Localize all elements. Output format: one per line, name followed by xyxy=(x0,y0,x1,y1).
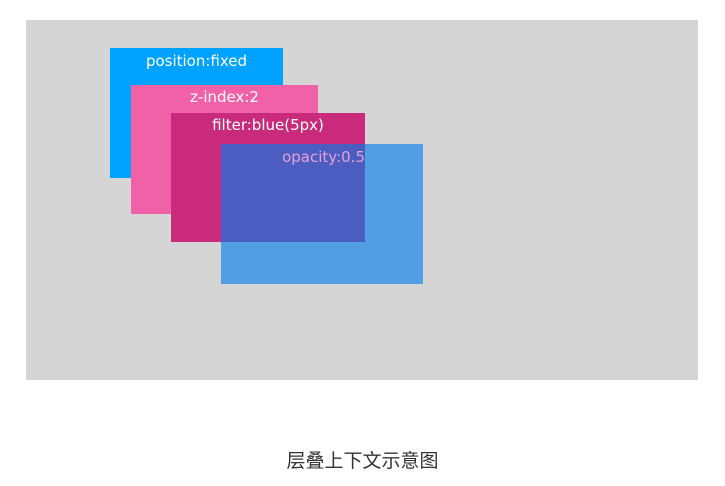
z-index-label: z-index:2 xyxy=(190,88,259,106)
opacity-box: opacity:0.5 xyxy=(221,144,423,284)
opacity-label: opacity:0.5 xyxy=(282,148,365,166)
position-fixed-label: position:fixed xyxy=(145,52,248,70)
diagram-caption: 层叠上下文示意图 xyxy=(286,450,439,472)
filter-label: filter:blue(5px) xyxy=(212,116,324,134)
